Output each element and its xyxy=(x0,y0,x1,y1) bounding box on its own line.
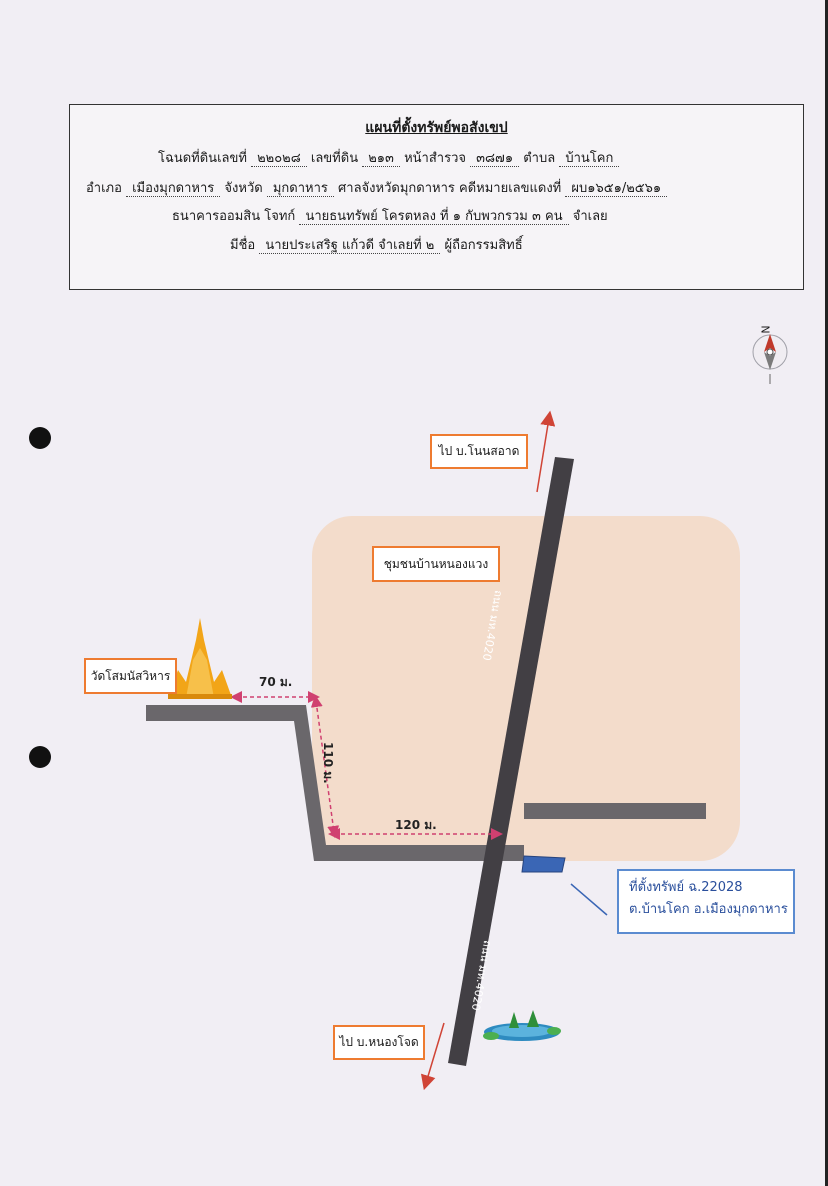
punch-hole-bottom xyxy=(29,746,51,768)
case-number: ผบ๑๖๕๑/๒๕๖๑ xyxy=(565,181,668,197)
header-line-3: ธนาคารออมสิน โจทก์ นายธนทรัพย์ โครตหลง ท… xyxy=(172,205,608,226)
deed-number: ๒๒๐๒๘ xyxy=(251,151,307,167)
court-name: ศาลจังหวัดมุกดาหาร xyxy=(338,181,455,196)
survey-number: ๓๘๗๑ xyxy=(470,151,520,167)
punch-hole-top xyxy=(29,427,51,449)
temple-road xyxy=(146,705,524,861)
deed-label: โฉนดที่ดินเลขที่ xyxy=(158,151,247,166)
district-value: เมืองมุกดาหาร xyxy=(126,181,221,197)
name-label: มีชื่อ xyxy=(230,238,256,253)
district-label: อำเภอ xyxy=(86,181,122,196)
compass-icon xyxy=(752,334,788,384)
label-to-south: ไป บ.หนองโจด xyxy=(333,1025,425,1060)
land-number: ๒๑๓ xyxy=(362,151,400,167)
land-no-label: เลขที่ดิน xyxy=(310,151,359,166)
label-community: ชุมชนบ้านหนองแวง xyxy=(372,546,500,582)
arrow-south xyxy=(420,1022,445,1091)
label-property: ที่ตั้งทรัพย์ ฉ.22028 ต.บ้านโคก อ.เมืองม… xyxy=(617,869,795,934)
compass-north-letter: N xyxy=(758,325,772,334)
owner-label: ผู้ถือกรรมสิทธิ์ xyxy=(444,238,523,253)
header-line-2: อำเภอ เมืองมุกดาหาร จังหวัด มุกดาหาร ศาล… xyxy=(86,177,668,198)
defendant-label: จำเลย xyxy=(572,209,608,224)
property-line-2: ต.บ้านโคก อ.เมืองมุกดาหาร xyxy=(629,902,788,917)
header-line-4: มีชื่อ นายประเสริฐ แก้วดี จำเลยที่ ๒ ผู้… xyxy=(230,234,523,255)
dim-label-70: 70 ม. xyxy=(259,675,293,689)
plaintiff-label: โจทก์ xyxy=(264,209,296,224)
page-edge xyxy=(825,0,828,1186)
survey-label: หน้าสำรวจ xyxy=(404,151,466,166)
dim-line-110 xyxy=(310,695,340,838)
province-value: มุกดาหาร xyxy=(266,181,334,197)
label-temple: วัดโสมนัสวิหาร xyxy=(84,658,177,694)
main-road xyxy=(448,457,574,1066)
owner-value: นายประเสริฐ แก้วดี จำเลยที่ ๒ xyxy=(259,238,441,254)
dim-label-120: 120 ม. xyxy=(395,818,437,832)
property-leader-line xyxy=(570,883,608,916)
subdistrict-label: ตำบล xyxy=(523,151,556,166)
arrow-north xyxy=(536,410,556,493)
property-line-1: ที่ตั้งทรัพย์ ฉ.22028 xyxy=(629,880,743,895)
dim-label-110: 110 ม. xyxy=(321,742,335,784)
pond-icon xyxy=(483,1010,561,1041)
side-road-east xyxy=(524,803,706,819)
case-label: คดีหมายเลขแดงที่ xyxy=(459,181,562,196)
header-title: แผนที่ตั้งทรัพย์พอสังเขป xyxy=(365,120,508,136)
property-parcel xyxy=(521,855,566,873)
subdistrict-value: บ้านโคก xyxy=(559,151,620,167)
header-box: แผนที่ตั้งทรัพย์พอสังเขป โฉนดที่ดินเลขที… xyxy=(69,104,804,290)
label-to-north: ไป บ.โนนสอาด xyxy=(430,434,528,469)
temple-icon xyxy=(168,618,232,699)
defendant-value: นายธนทรัพย์ โครตหลง ที่ ๑ กับพวกรวม ๓ คน xyxy=(299,209,569,225)
bank-name: ธนาคารออมสิน xyxy=(172,209,261,224)
header-line-1: โฉนดที่ดินเลขที่ ๒๒๐๒๘ เลขที่ดิน ๒๑๓ หน้… xyxy=(158,147,620,168)
province-label: จังหวัด xyxy=(224,181,263,196)
